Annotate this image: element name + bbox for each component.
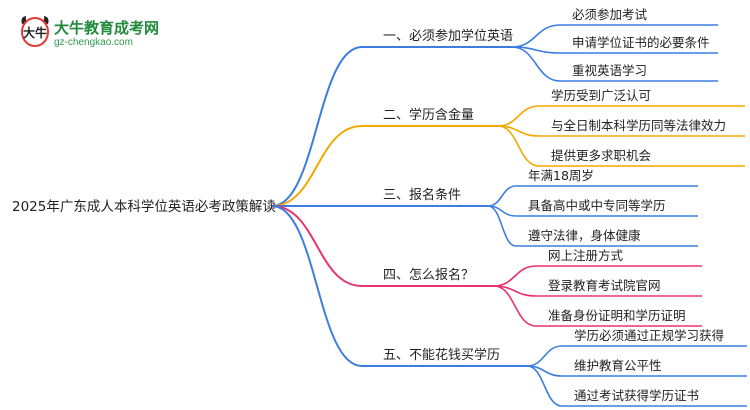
branch-5-child-1: 学历必须通过正规学习获得 (574, 328, 724, 343)
branch-5-child-2: 维护教育公平性 (574, 358, 662, 373)
edge-branch-1-child-3 (511, 46, 561, 82)
branch-4-child-2: 登录教育考试院官网 (548, 278, 661, 293)
branch-4-child-3: 准备身份证明和学历证明 (548, 308, 686, 323)
edge-branch-5-child-1 (526, 345, 563, 367)
branch-4-child-1: 网上注册方式 (548, 248, 624, 263)
site-logo: 大牛 大牛教育成考网 gz-chengkao.com (18, 14, 168, 56)
edge-branch-4-child-3 (493, 285, 537, 327)
branch-1-label: 一、必须参加学位英语 (383, 28, 513, 44)
edge-root-to-branch-4 (271, 205, 363, 287)
edge-branch-5-child-3 (526, 365, 563, 407)
branch-5-label: 五、不能花钱买学历 (383, 347, 500, 363)
branch-3-label: 三、报名条件 (383, 187, 461, 203)
branch-2-label: 二、学历含金量 (383, 107, 474, 123)
bull-logo-icon: 大牛 (21, 16, 49, 47)
edge-branch-3-child-3 (487, 205, 517, 247)
edge-root-to-branch-2 (271, 125, 363, 207)
branch-1-child-3: 重视英语学习 (572, 63, 647, 78)
mind-map-edges (271, 24, 747, 407)
root-topic: 2025年广东成人本科学位英语必考政策解读 (12, 198, 276, 215)
branch-5-child-3: 通过考试获得学历证书 (574, 388, 699, 403)
branch-3-child-3: 遵守法律，身体健康 (528, 228, 641, 243)
edge-root-to-branch-5 (271, 205, 363, 367)
logo-mark-text: 大牛 (23, 25, 47, 40)
edge-branch-3-child-1 (487, 185, 517, 207)
edge-root-to-branch-1 (271, 46, 363, 207)
branch-3-child-1: 年满18周岁 (528, 168, 594, 183)
branch-2-child-2: 与全日制本科学历同等法律效力 (551, 118, 726, 133)
edge-branch-4-child-1 (493, 265, 537, 287)
branch-2-child-3: 提供更多求职机会 (551, 148, 652, 163)
branch-2-child-1: 学历受到广泛认可 (551, 88, 651, 103)
mind-map-nodes: 2025年广东成人本科学位英语必考政策解读 一、必须参加学位英语 必须参加考试申请学… (12, 7, 726, 403)
branch-3-child-2: 具备高中或中专同等学历 (528, 198, 666, 213)
edge-branch-2-child-3 (497, 125, 540, 167)
edge-branch-2-child-1 (497, 105, 540, 127)
branch-4-label: 四、怎么报名？ (383, 267, 474, 283)
branch-1-child-2: 申请学位证书的必要条件 (572, 35, 710, 50)
branch-1-child-1: 必须参加考试 (572, 7, 648, 22)
logo-title: 大牛教育成考网 (54, 19, 160, 37)
edge-branch-1-child-1 (511, 24, 561, 48)
logo-url: gz-chengkao.com (54, 37, 133, 48)
